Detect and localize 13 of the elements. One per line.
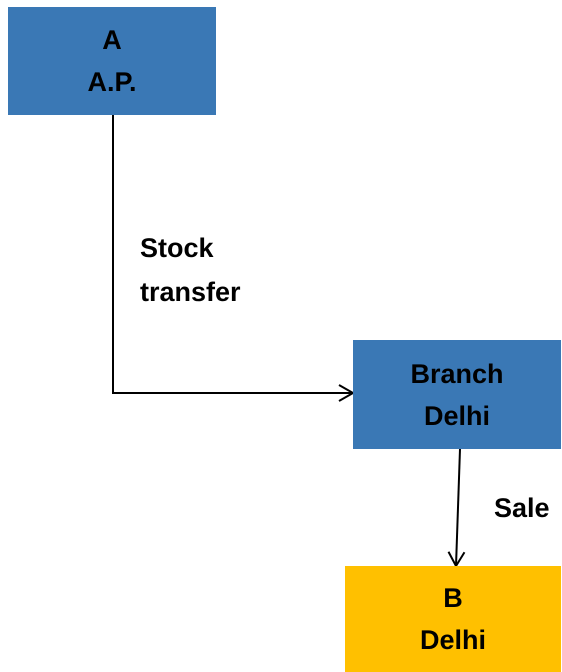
arrow xyxy=(112,115,354,402)
box-text: Branch xyxy=(410,358,504,390)
box-text: Delhi xyxy=(420,624,486,657)
box-text: A.P. xyxy=(87,66,137,99)
arrow xyxy=(447,448,466,567)
edge-label: Sale xyxy=(494,492,551,525)
box-text: A xyxy=(102,24,122,57)
box-text: B xyxy=(443,582,463,615)
process-box xyxy=(353,340,561,449)
process-box xyxy=(8,7,216,115)
edge-label: Stock transfer xyxy=(140,232,242,309)
process-box xyxy=(345,566,561,672)
box-text: Delhi xyxy=(424,400,490,432)
